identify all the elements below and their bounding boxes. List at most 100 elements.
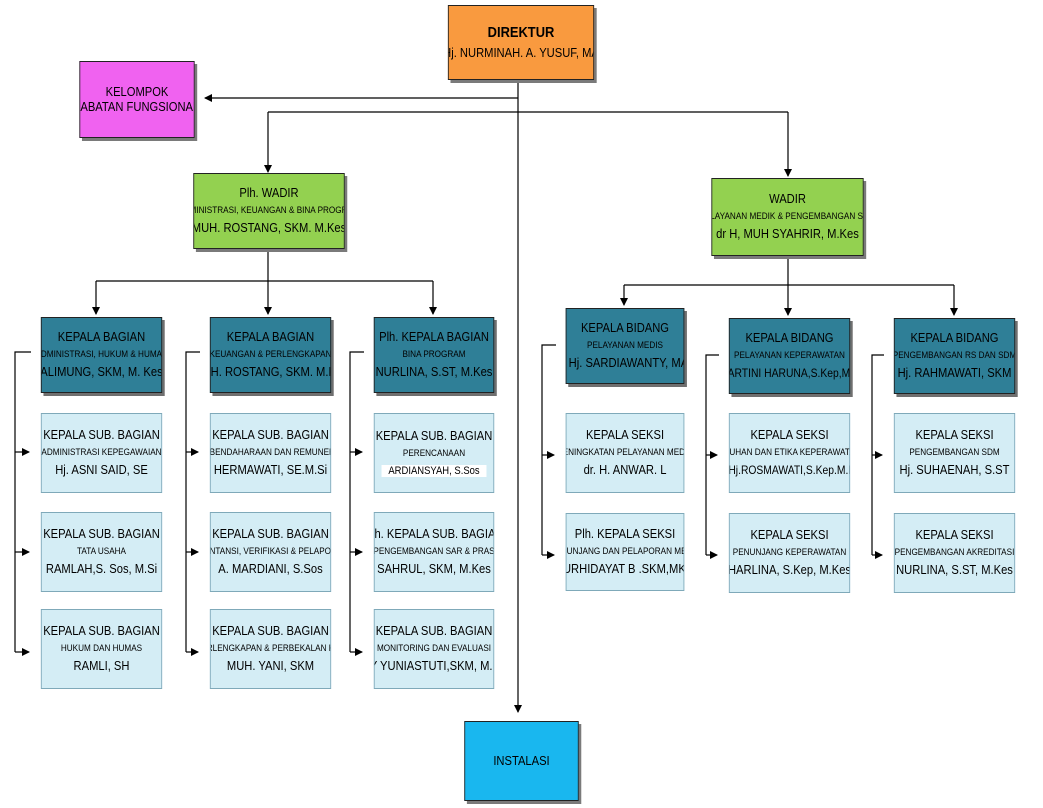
sub-name: Hj. ASNI SAID, SE: [55, 462, 148, 478]
kepala-bagian-2-unit: KEUANGAN & PERLENGKAPAN: [209, 348, 332, 360]
sub-unit: PERENCANAAN: [402, 447, 466, 459]
kepala-bidang-3-unit: PENGEMBANGAN RS DAN SDM: [893, 349, 1016, 361]
seksi-title: KEPALA SEKSI: [915, 526, 994, 542]
sub-name: RAMLI, SH: [73, 658, 130, 674]
sub-bagian-3-1: KEPALA SUB. BAGIAN PERENCANAAN ARDIANSYA…: [373, 413, 495, 493]
sub-title: KEPALA SUB. BAGIAN: [375, 622, 493, 638]
sub-title: Plh. KEPALA SUB. BAGIAN: [374, 525, 494, 541]
kelompok-box: KELOMPOK JABATAN FUNGSIONAL: [79, 61, 195, 138]
wadir-left-box: Plh. WADIR ADMINISTRASI, KEUANGAN & BINA…: [193, 173, 345, 249]
kepala-bagian-1: KEPALA BAGIAN ADMINISTRASI, HUKUM & HUMA…: [40, 317, 163, 393]
kepala-bidang-1-title: KEPALA BIDANG: [580, 319, 670, 335]
wadir-right-unit: PELAYANAN MEDIK & PENGEMBANGAN SDM: [712, 210, 863, 222]
sub-name: ARDIANSYAH, S.Sos: [381, 464, 487, 478]
sub-title: KEPALA SUB. BAGIAN: [212, 426, 329, 442]
kepala-bidang-1-name: drg. Hj. SARDIAWANTY, MARS: [567, 355, 684, 371]
kepala-bagian-3-title: Plh. KEPALA BAGIAN: [379, 328, 489, 344]
sub-bagian-3-2: Plh. KEPALA SUB. BAGIAN PENGEMBANGAN SAR…: [373, 512, 495, 592]
kelompok-line1: KELOMPOK: [105, 83, 169, 99]
direktur-name: dr. Hj. NURMINAH. A. YUSUF, MARS: [449, 45, 593, 61]
seksi-title: KEPALA SEKSI: [915, 426, 994, 442]
sub-bagian-2-3: KEPALA SUB. BAGIAN PERLENGKAPAN & PERBEK…: [209, 609, 332, 689]
kepala-bidang-3: KEPALA BIDANG PENGEMBANGAN RS DAN SDM Hj…: [893, 318, 1016, 394]
instalasi-label: INSTALASI: [493, 752, 550, 768]
kepala-bidang-1-unit: PELAYANAN MEDIS: [587, 339, 663, 351]
kepala-bidang-2-unit: PELAYANAN KEPERAWATAN: [734, 350, 845, 362]
seksi-3-1: KEPALA SEKSI PENGEMBANGAN SDM Hj. SUHAEN…: [893, 413, 1016, 493]
kepala-bagian-2-name: MUH. ROSTANG, SKM. M.Kes: [210, 364, 331, 380]
seksi-1-1: KEPALA SEKSI PENINGKATAN PELAYANAN MEDIS…: [565, 413, 685, 493]
seksi-unit: PENINGKATAN PELAYANAN MEDIS: [567, 446, 684, 458]
sub-bagian-2-1: KEPALA SUB. BAGIAN PERBENDAHARAAN DAN RE…: [209, 413, 332, 493]
kepala-bagian-1-name: ALIMUNG, SKM, M. Kes: [40, 364, 163, 380]
sub-unit: MONITORING DAN EVALUASI: [376, 642, 492, 654]
sub-unit: AKUNTANSI, VERIFIKASI & PELAPORAN: [209, 545, 332, 557]
wadir-right-box: WADIR PELAYANAN MEDIK & PENGEMBANGAN SDM…: [711, 178, 864, 256]
seksi-title: KEPALA SEKSI: [750, 427, 829, 443]
sub-unit: PERLENGKAPAN & PERBEKALAN KES: [211, 642, 331, 654]
kepala-bagian-2: KEPALA BAGIAN KEUANGAN & PERLENGKAPAN MU…: [209, 317, 332, 393]
wadir-left-title: Plh. WADIR: [239, 184, 299, 200]
seksi-name: NURLINA, S.ST, M.Kes: [896, 562, 1013, 578]
sub-unit: PENGEMBANGAN SAR & PRAS: [373, 545, 495, 557]
sub-bagian-1-2: KEPALA SUB. BAGIAN TATA USAHA RAMLAH,S. …: [40, 512, 163, 592]
seksi-title: Plh. KEPALA SEKSI: [574, 525, 676, 541]
sub-bagian-1-1: KEPALA SUB. BAGIAN ADMINISTRASI KEPEGAWA…: [40, 413, 163, 493]
sub-name: A. MARDIANI, S.Sos: [218, 561, 323, 577]
kepala-bagian-3-unit: BINA PROGRAM: [402, 348, 466, 360]
sub-title: KEPALA SUB. BAGIAN: [43, 525, 160, 541]
sub-name: HERMAWATI, SE.M.Si: [213, 462, 328, 478]
kepala-bagian-2-title: KEPALA BAGIAN: [226, 328, 315, 344]
sub-title: KEPALA SUB. BAGIAN: [43, 426, 160, 442]
kepala-bidang-3-name: Hj. RAHMAWATI, SKM: [897, 365, 1012, 381]
wadir-left-unit: ADMINISTRASI, KEUANGAN & BINA PROGRAM: [194, 204, 344, 216]
seksi-2-2: KEPALA SEKSI PENUNJANG KEPERAWATAN HARLI…: [728, 513, 851, 593]
sub-bagian-1-3: KEPALA SUB. BAGIAN HUKUM DAN HUMAS RAMLI…: [40, 609, 163, 689]
sub-title: KEPALA SUB. BAGIAN: [375, 427, 493, 443]
kepala-bagian-1-title: KEPALA BAGIAN: [57, 328, 146, 344]
kepala-bagian-1-unit: ADMINISTRASI, HUKUM & HUMAS: [40, 348, 163, 360]
seksi-title: KEPALA SEKSI: [585, 426, 665, 442]
instalasi-box: INSTALASI: [464, 721, 579, 801]
sub-name: SAHRUL, SKM, M.Kes: [377, 561, 491, 577]
sub-unit: TATA USAHA: [76, 545, 127, 557]
sub-bagian-3-3: KEPALA SUB. BAGIAN MONITORING DAN EVALUA…: [373, 609, 495, 689]
direktur-box: DIREKTUR dr. Hj. NURMINAH. A. YUSUF, MAR…: [447, 5, 595, 80]
sub-unit: HUKUM DAN HUMAS: [60, 642, 143, 654]
sub-name: EMY YUNIASTUTI,SKM, M. Kes: [375, 658, 494, 674]
kepala-bagian-3-name: NURLINA, S.ST, M.Kes: [375, 364, 493, 380]
sub-unit: ADMINISTRASI KEPEGAWAIAN: [41, 446, 162, 458]
seksi-title: KEPALA SEKSI: [750, 526, 829, 542]
kepala-bidang-2-name: Hj.KARTINI HARUNA,S.Kep,M.Kes: [730, 366, 851, 381]
sub-name: MUH. YANI, SKM: [226, 658, 315, 674]
kelompok-line2: JABATAN FUNGSIONAL: [79, 98, 195, 114]
kepala-bidang-2-title: KEPALA BIDANG: [745, 330, 834, 346]
seksi-name: dr. H. ANWAR. L: [583, 462, 667, 478]
seksi-unit: PENGEMBANGAN SDM: [909, 446, 1000, 458]
seksi-name: NURHIDAYAT B .SKM,MKM: [567, 561, 684, 577]
direktur-title: DIREKTUR: [487, 23, 555, 41]
seksi-1-2: Plh. KEPALA SEKSI PENUNJANG DAN PELAPORA…: [565, 513, 685, 591]
kepala-bidang-2: KEPALA BIDANG PELAYANAN KEPERAWATAN Hj.K…: [728, 318, 851, 394]
kepala-bidang-3-title: KEPALA BIDANG: [910, 329, 999, 345]
sub-title: KEPALA SUB. BAGIAN: [212, 525, 329, 541]
seksi-3-2: KEPALA SEKSI PENGEMBANGAN AKREDITASI NUR…: [893, 513, 1016, 593]
kepala-bagian-3: Plh. KEPALA BAGIAN BINA PROGRAM NURLINA,…: [373, 317, 495, 393]
wadir-left-name: MUH. ROSTANG, SKM. M.Kes: [193, 220, 345, 236]
seksi-unit: PENGEMBANGAN AKREDITASI: [894, 546, 1015, 558]
seksi-unit: PENUNJANG DAN PELAPORAN MEDIS: [566, 545, 684, 557]
seksi-name: Ns.Hj.ROSMAWATI,S.Kep.M.Kes: [728, 463, 850, 478]
sub-name: RAMLAH,S. Sos, M.Si: [45, 561, 158, 577]
wadir-right-name: dr H, MUH SYAHRIR, M.Kes: [716, 226, 859, 242]
seksi-name: Hj. SUHAENAH, S.ST: [899, 462, 1010, 478]
wadir-right-title: WADIR: [769, 190, 806, 206]
sub-title: KEPALA SUB. BAGIAN: [212, 622, 329, 638]
seksi-unit: ASUHAN DAN ETIKA KEPERAWATAN: [729, 447, 850, 459]
sub-unit: PERBENDAHARAAN DAN REMUNERASI: [209, 446, 331, 458]
kepala-bidang-1: KEPALA BIDANG PELAYANAN MEDIS drg. Hj. S…: [565, 308, 685, 384]
seksi-unit: PENUNJANG KEPERAWATAN: [732, 546, 847, 558]
sub-title: KEPALA SUB. BAGIAN: [43, 622, 160, 638]
seksi-2-1: KEPALA SEKSI ASUHAN DAN ETIKA KEPERAWATA…: [728, 413, 851, 493]
sub-bagian-2-2: KEPALA SUB. BAGIAN AKUNTANSI, VERIFIKASI…: [209, 512, 332, 592]
